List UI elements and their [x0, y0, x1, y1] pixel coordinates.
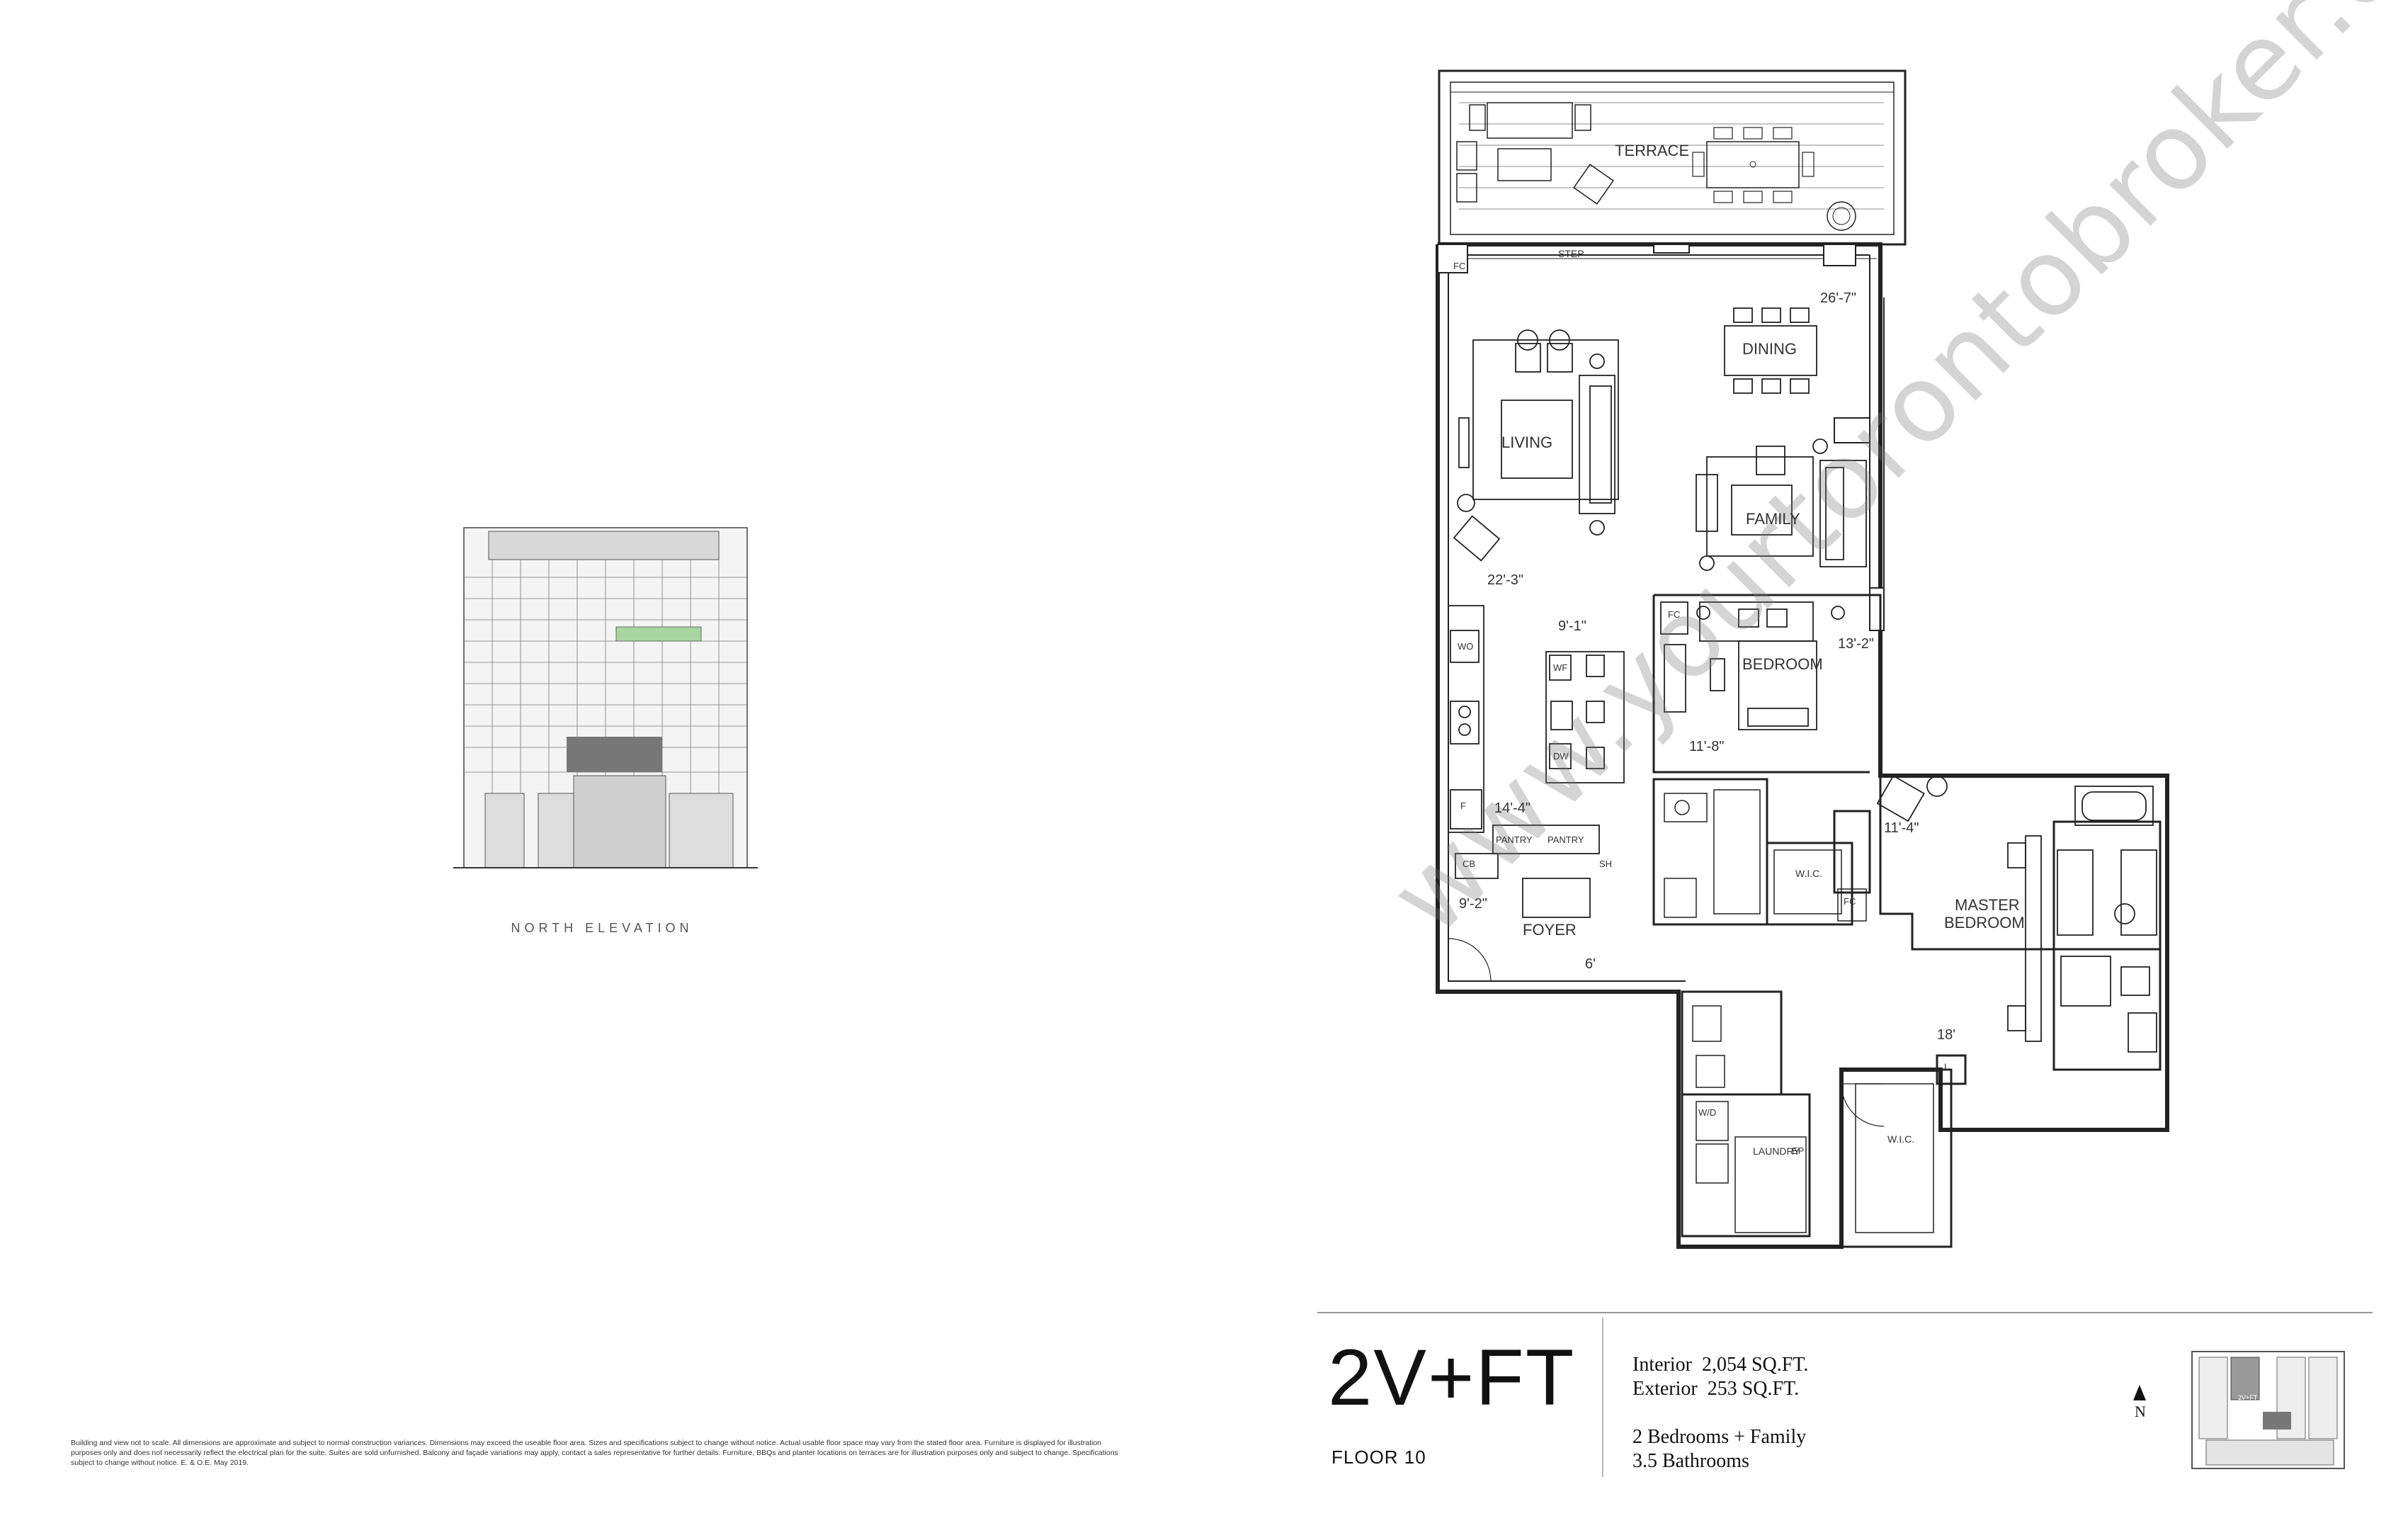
dw-label: DW — [1553, 751, 1569, 762]
l-label: L — [1944, 1061, 1950, 1072]
interior-area: Interior 2,054 SQ.FT. — [1632, 1354, 1809, 1376]
elevation-caption: NORTH ELEVATION — [511, 921, 693, 935]
step-label: STEP — [1558, 248, 1584, 259]
terrace-label: TERRACE — [1615, 142, 1690, 159]
summary-divider — [1317, 1312, 2373, 1313]
family-label: FAMILY — [1746, 510, 1800, 528]
suite-stats: Interior 2,054 SQ.FT. Exterior 253 SQ.FT… — [1632, 1353, 1808, 1473]
fc-label-3: FC — [1844, 896, 1856, 907]
foyer-label: FOYER — [1523, 921, 1577, 939]
cb-label: CB — [1463, 859, 1476, 869]
pantry-label-2: PANTRY — [1547, 834, 1584, 845]
terrace-area — [1438, 69, 1907, 259]
f-label: F — [1460, 800, 1466, 811]
wf-label: WF — [1553, 662, 1568, 673]
dimension-living: 22'-3" — [1487, 572, 1523, 588]
north-arrow-icon — [2133, 1385, 2146, 1400]
family-area — [1696, 438, 1867, 571]
powder-room — [1692, 1005, 1934, 1233]
disclaimer-text: Building and view not to scale. All dime… — [71, 1439, 1118, 1467]
sh-label: SH — [1599, 859, 1613, 869]
exterior-area: Exterior 253 SQ.FT. — [1632, 1378, 1800, 1400]
pantry-label-1: PANTRY — [1496, 834, 1533, 845]
key-plan-drawing — [2191, 1351, 2345, 1469]
dimension-master: 11'-4" — [1884, 820, 1919, 836]
kitchen-area — [1448, 605, 1625, 918]
dimension-hall: 6' — [1585, 956, 1596, 972]
bathroom-count: 3.5 Bathrooms — [1632, 1450, 1749, 1472]
fc-label-2: FC — [1668, 609, 1681, 620]
keyplan-label: 2V+FT — [2238, 1394, 2258, 1401]
dimension-dining: 26'-7" — [1820, 290, 1856, 306]
dimension-bedroom-width: 11'-8" — [1689, 739, 1725, 754]
bedroom-label: BEDROOM — [1742, 655, 1823, 673]
suite-name: 2V+FT — [1328, 1333, 1576, 1422]
master-bedroom-area — [1879, 776, 2162, 1071]
dimension-master-width: 18' — [1937, 1027, 1956, 1043]
bedroom-count: 2 Bedrooms + Family — [1632, 1426, 1807, 1448]
ep-label: EP — [1792, 1145, 1805, 1156]
dining-area — [1724, 307, 1817, 394]
wic-label-master: W.I.C. — [1887, 1133, 1915, 1145]
summary-vertical-divider — [1602, 1318, 1603, 1477]
bathroom-two — [1652, 778, 1871, 926]
north-elevation-drawing — [453, 527, 758, 868]
dimension-pantry: 14'-4" — [1494, 800, 1530, 816]
master-bedroom-label-line2: BEDROOM — [1944, 914, 2025, 932]
living-area — [1453, 329, 1619, 562]
bedroom-area — [1652, 594, 1882, 776]
laundry-label: LAUNDRY — [1753, 1145, 1800, 1157]
wo-label: WO — [1458, 641, 1474, 652]
dining-label: DINING — [1742, 340, 1797, 358]
dimension-foyer: 9'-2" — [1459, 896, 1487, 912]
dimension-kitchen: 9'-1" — [1558, 618, 1586, 634]
floor-label: FLOOR 10 — [1331, 1446, 1426, 1468]
north-label: N — [2135, 1403, 2146, 1420]
dimension-bedroom: 13'-2" — [1838, 636, 1874, 652]
fc-label-1: FC — [1453, 261, 1466, 271]
living-label: LIVING — [1501, 434, 1553, 451]
master-bedroom-label-line1: MASTER — [1955, 896, 2020, 914]
wic-label-bedroom: W.I.C. — [1795, 868, 1823, 879]
wd-label: W/D — [1698, 1107, 1717, 1118]
